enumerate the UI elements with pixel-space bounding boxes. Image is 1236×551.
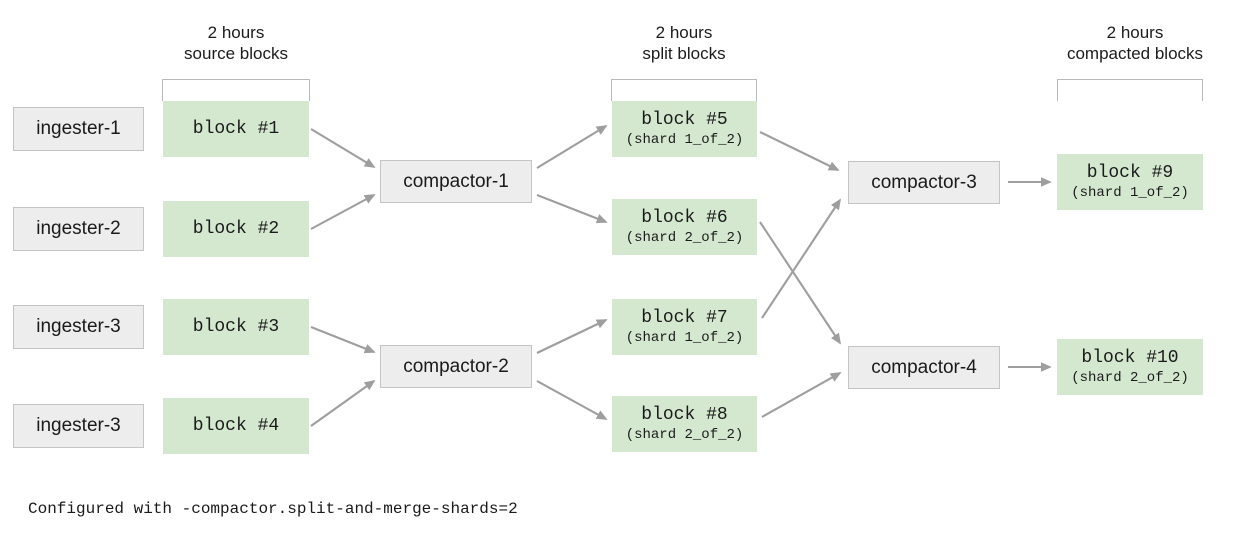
ingester-label: ingester-2 [36, 218, 121, 239]
group-header-source-blocks: 2 hours source blocks [146, 22, 326, 64]
block-title: block #5 [641, 110, 728, 130]
block-title: block #10 [1081, 348, 1179, 368]
compactor-box-3[interactable]: compactor-3 [848, 161, 1000, 204]
arrow-block2-to-compactor1 [310, 194, 376, 230]
source-block-1[interactable]: block #1 [163, 101, 309, 157]
group-header-compacted-line1: 2 hours [1106, 23, 1164, 42]
block-title: block #4 [192, 416, 280, 436]
bracket-source-blocks [162, 79, 310, 101]
split-block-5[interactable]: block #5 (shard 1_of_2) [612, 101, 757, 157]
arrow-block5-to-compactor3 [759, 131, 840, 171]
split-block-8[interactable]: block #8 (shard 2_of_2) [612, 396, 757, 452]
ingester-box-3[interactable]: ingester-3 [13, 305, 144, 349]
compactor-label: compactor-2 [403, 355, 509, 377]
block-title: block #9 [1086, 163, 1174, 183]
ingester-box-2[interactable]: ingester-2 [13, 207, 144, 251]
compactor-label: compactor-4 [871, 356, 977, 378]
arrow-block3-to-compactor2 [310, 326, 376, 354]
block-shard-label: (shard 1_of_2) [625, 132, 744, 148]
arrow-block4-to-compactor2 [310, 379, 376, 427]
block-shard-label: (shard 2_of_2) [625, 230, 744, 246]
ingester-label: ingester-1 [36, 118, 121, 139]
block-title: block #3 [192, 317, 280, 337]
ingester-label: ingester-3 [36, 415, 121, 436]
block-shard-label: (shard 1_of_2) [1071, 185, 1189, 201]
arrow-compactor1-to-block5 [536, 125, 608, 169]
compactor-label: compactor-1 [403, 170, 509, 192]
block-title: block #7 [641, 308, 728, 328]
group-header-split-line1: 2 hours [655, 23, 713, 42]
compactor-box-4[interactable]: compactor-4 [848, 346, 1000, 389]
split-block-7[interactable]: block #7 (shard 1_of_2) [612, 299, 757, 355]
block-title: block #6 [641, 208, 728, 228]
bracket-compacted-blocks [1057, 79, 1203, 101]
group-header-source-line2: source blocks [184, 44, 288, 63]
arrow-compactor1-to-block6 [536, 194, 608, 224]
compactor-label: compactor-3 [871, 171, 977, 193]
arrow-compactor2-to-block7 [536, 319, 608, 354]
block-title: block #8 [641, 405, 728, 425]
ingester-label: ingester-3 [36, 316, 121, 337]
group-header-compacted-line2: compacted blocks [1066, 44, 1204, 63]
block-title: block #2 [192, 219, 280, 239]
source-block-2[interactable]: block #2 [163, 201, 309, 257]
group-header-split-blocks: 2 hours split blocks [594, 22, 774, 64]
group-header-compacted-blocks: 2 hours compacted blocks [1040, 22, 1230, 64]
compactor-box-2[interactable]: compactor-2 [380, 345, 532, 388]
block-title: block #1 [192, 119, 280, 139]
split-block-6[interactable]: block #6 (shard 2_of_2) [612, 199, 757, 255]
group-header-source-line1: 2 hours [207, 23, 265, 42]
group-header-split-line2: split blocks [642, 44, 726, 63]
block-shard-label: (shard 2_of_2) [625, 427, 744, 443]
arrow-block6-to-compactor4 [759, 221, 841, 345]
compacted-block-10[interactable]: block #10 (shard 2_of_2) [1057, 339, 1203, 395]
source-block-4[interactable]: block #4 [163, 398, 309, 454]
arrow-compactor2-to-block8 [536, 380, 608, 420]
compacted-block-9[interactable]: block #9 (shard 1_of_2) [1057, 154, 1203, 210]
arrow-block7-to-compactor3 [761, 198, 841, 319]
ingester-box-1[interactable]: ingester-1 [13, 107, 144, 151]
arrow-block1-to-compactor1 [310, 128, 376, 168]
compactor-box-1[interactable]: compactor-1 [380, 160, 532, 203]
ingester-box-4[interactable]: ingester-3 [13, 404, 144, 448]
footnote-configured-with: Configured with -compactor.split-and-mer… [28, 500, 518, 518]
arrow-block8-to-compactor4 [761, 372, 842, 418]
block-shard-label: (shard 1_of_2) [625, 330, 744, 346]
source-block-3[interactable]: block #3 [163, 299, 309, 355]
block-shard-label: (shard 2_of_2) [1071, 370, 1189, 386]
bracket-split-blocks [611, 79, 757, 101]
